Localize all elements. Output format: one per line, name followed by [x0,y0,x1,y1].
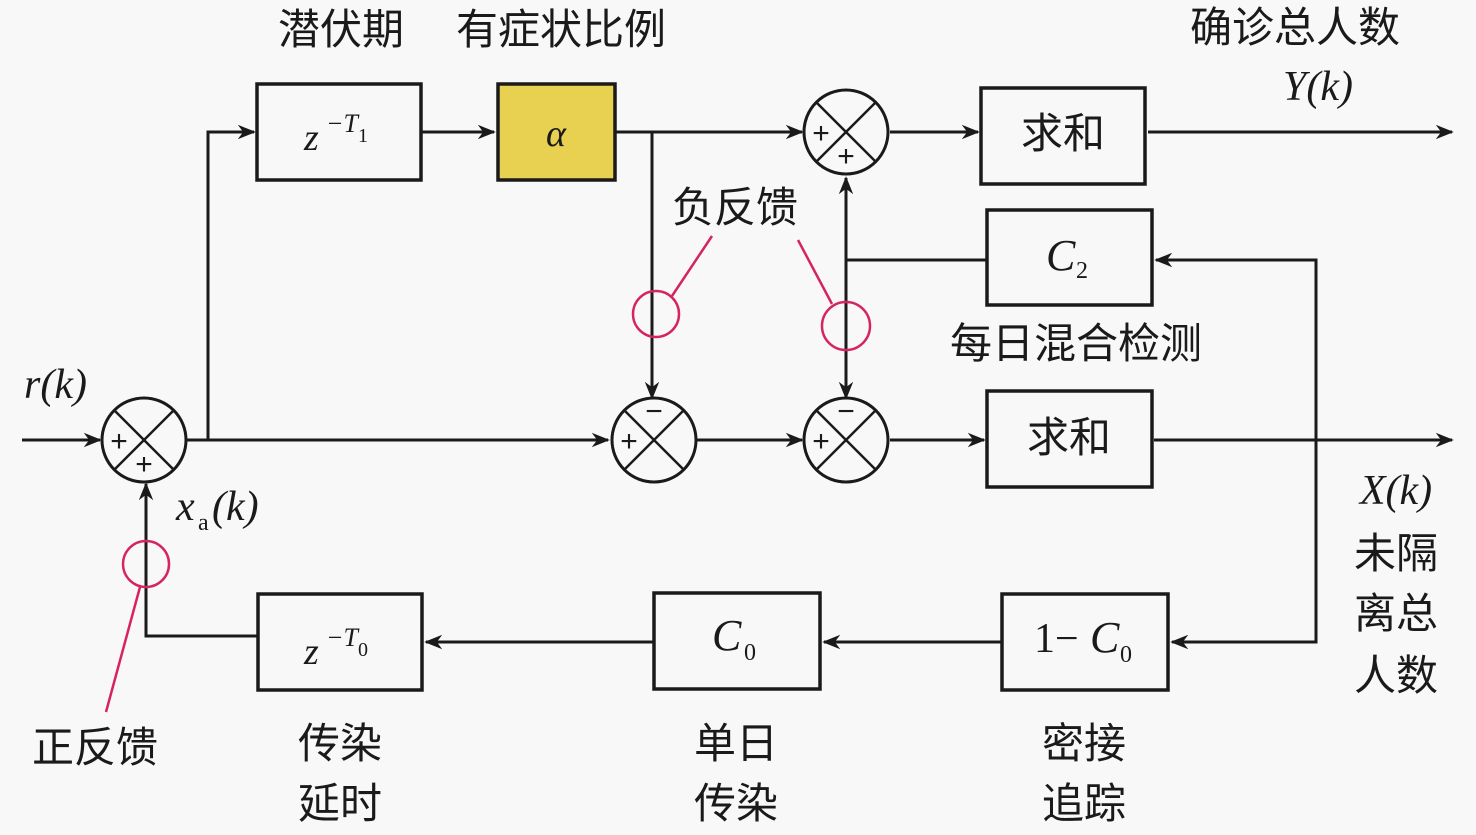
junction3-top-sign: − [645,395,663,428]
input-signal-label: r(k) [24,362,87,408]
summing-junction-2: + + [802,88,890,176]
daily-mixed-test-label: 每日混合检测 [950,319,1202,368]
negative-feedback-label: 负反馈 [672,183,798,232]
symptomatic-ratio-label: 有症状比例 [456,5,666,54]
delay-t0-base: z [303,631,319,673]
delay-t0-block: z −T 0 [256,592,424,692]
delay-t1-base: z [303,117,319,159]
summing-junction-1: + + [100,396,188,484]
branch-to-delay-t1 [206,124,256,440]
transmission-delay-label-1: 传染 [298,719,382,768]
alpha-block-bg [496,82,617,182]
feedback-signal-sub: a [198,510,209,536]
delay-t0-exp: −T [326,623,360,652]
confirmed-total-label: 确诊总人数 [1190,3,1400,52]
summation-bottom-block: 求和 [985,389,1154,489]
contact-tracing-label-2: 追踪 [1042,779,1126,828]
delay-t1-exp-sub: 1 [358,125,368,147]
summing-junction-4: + − [802,395,890,484]
unisolated-label-1: 未隔 [1354,529,1438,578]
negative-feedback-pointer-2 [796,239,834,305]
one-minus-prefix: 1− [1034,616,1079,662]
daily-transmission-label-1: 单日 [694,719,778,768]
latency-label: 潜伏期 [278,5,404,54]
unisolated-label-3: 人数 [1354,651,1438,700]
summation-bottom-label: 求和 [1027,413,1111,462]
feedback-to-contact-tracing-line [1170,440,1318,650]
c2-block: C 2 [985,208,1154,307]
junction3-left-sign: + [620,425,638,458]
contact-tracing-base: C [1090,613,1120,662]
positive-feedback-pointer [104,586,142,713]
feedback-to-c2-line [1154,252,1318,440]
transmission-delay-label-2: 延时 [298,779,382,828]
feedback-signal-label: x a (k) [175,484,259,536]
positive-feedback-annotation [104,539,171,713]
junction4-left-sign: + [812,425,830,458]
negative-feedback-circle-1 [631,289,681,339]
feedback-signal-base: x [175,484,195,530]
summation-top-block: 求和 [979,86,1147,186]
daily-transmission-label-2: 传染 [694,779,778,828]
alpha-label: α [546,113,567,155]
summation-top-label: 求和 [1021,109,1105,158]
c0-sub: 0 [744,640,756,666]
negative-feedback-pointer-1 [670,235,714,297]
negative-feedback-circle-2 [820,300,872,352]
feedback-signal-arg: (k) [212,484,259,530]
delay-t1-block: z −T 1 [255,82,423,182]
delay-t0-to-sum1-line [138,482,258,638]
delay-t0-exp-sub: 0 [358,639,368,661]
junction2-bottom-sign: + [837,140,855,173]
junction4-top-sign: − [837,395,855,428]
output-x-label: X(k) [1358,468,1432,514]
alpha-block: α [496,82,617,182]
output-y-label: Y(k) [1283,64,1353,110]
negative-feedback-annotation [631,235,872,352]
contact-tracing-sub: 0 [1120,642,1132,668]
positive-feedback-circle [121,539,171,589]
delay-t1-exp: −T [326,109,360,138]
contact-tracing-block: 1− C 0 [1000,592,1170,692]
junction1-left-sign: + [110,425,128,458]
junction1-bottom-sign: + [135,448,153,481]
junction2-left-sign: + [812,117,830,150]
c2-sub: 2 [1076,258,1088,284]
summing-junction-3: + − [610,395,698,484]
unisolated-label-2: 离总 [1354,589,1438,638]
c2-base: C [1046,231,1076,280]
positive-feedback-label: 正反馈 [32,723,158,772]
c0-block: C 0 [652,591,822,691]
contact-tracing-label-1: 密接 [1042,719,1126,768]
c0-base: C [712,611,742,660]
